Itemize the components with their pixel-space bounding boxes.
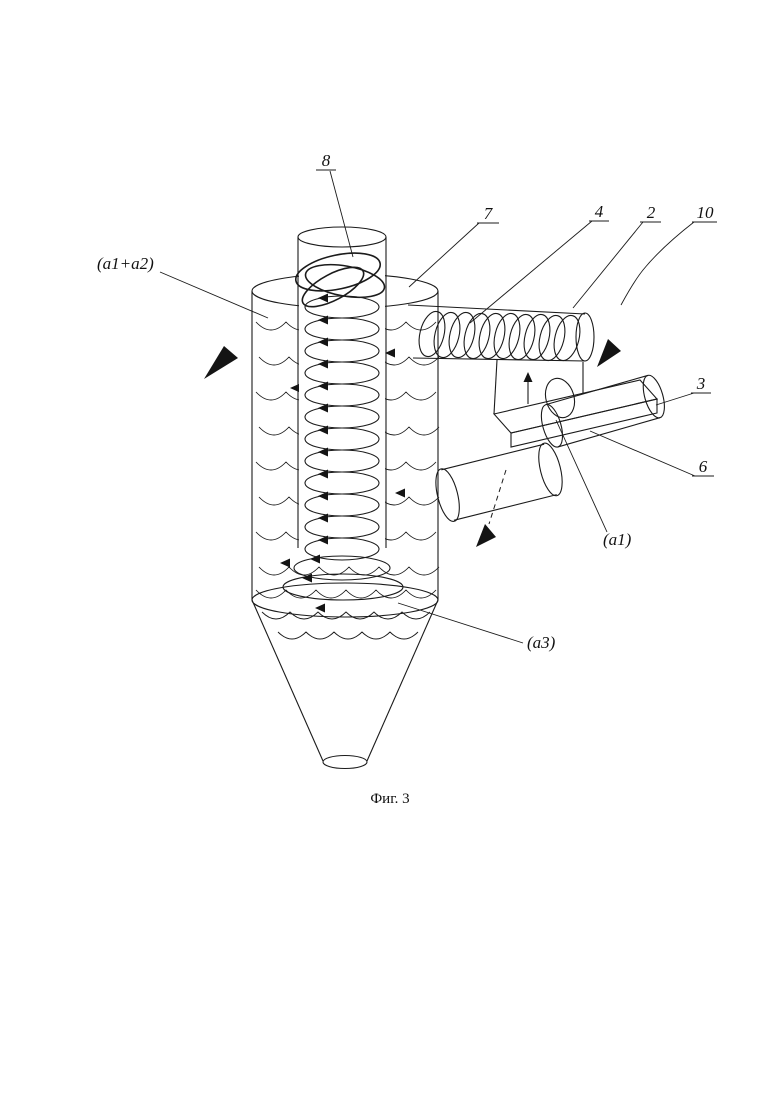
cyclone-cone	[251, 582, 439, 770]
label-10: 10	[697, 203, 715, 222]
cone-swirl-line	[261, 611, 431, 620]
inner-tube-top-rim	[297, 226, 387, 248]
label-a1-plus-a2: (a1+a2)	[97, 254, 154, 273]
lower-duct-assembly	[435, 374, 665, 525]
inlet-flow-arrow-icon	[597, 339, 621, 367]
cone-swirl-line	[277, 631, 419, 640]
figure-caption: Фиг. 3	[370, 791, 409, 807]
label-8: 8	[322, 151, 331, 170]
reference-labels: 8 7 4 2 10 3 6 (a1+a2) (a1) (a3)	[97, 151, 714, 652]
cone-spout-rim	[322, 754, 368, 770]
leader-lines	[159, 169, 717, 644]
vertical-connector-duct	[493, 359, 584, 419]
left-cylinder	[435, 442, 563, 522]
inlet-pipe	[407, 304, 595, 362]
inlet-pipe-top-edge	[407, 304, 586, 315]
flow-arrow-icon	[395, 488, 405, 498]
label-6: 6	[699, 457, 708, 476]
duct-box-front-face	[510, 398, 658, 448]
duct-inner-pipe-rim	[544, 377, 576, 419]
flow-direction-arrows	[204, 339, 621, 547]
label-a1: (a1)	[603, 530, 632, 549]
label-7: 7	[484, 204, 494, 223]
left-outflow-arrow-icon	[204, 346, 238, 379]
duct-box	[492, 379, 659, 448]
cone-right-edge	[366, 599, 439, 762]
label-2: 2	[647, 203, 656, 222]
inlet-helical-insert	[418, 310, 581, 362]
inlet-pipe-bottom-edge	[412, 357, 586, 362]
label-3: 3	[696, 374, 706, 393]
cone-left-edge	[251, 599, 324, 762]
bottom-outflow-arrow-icon	[476, 524, 496, 547]
outflow-dashed-line	[488, 469, 507, 525]
up-flow-arrow-icon	[523, 372, 533, 382]
label-4: 4	[595, 202, 604, 221]
flow-arrow-icon	[280, 558, 290, 568]
inlet-pipe-end-cap	[575, 312, 595, 362]
label-a3: (a3)	[527, 633, 556, 652]
central-helix	[282, 293, 404, 601]
